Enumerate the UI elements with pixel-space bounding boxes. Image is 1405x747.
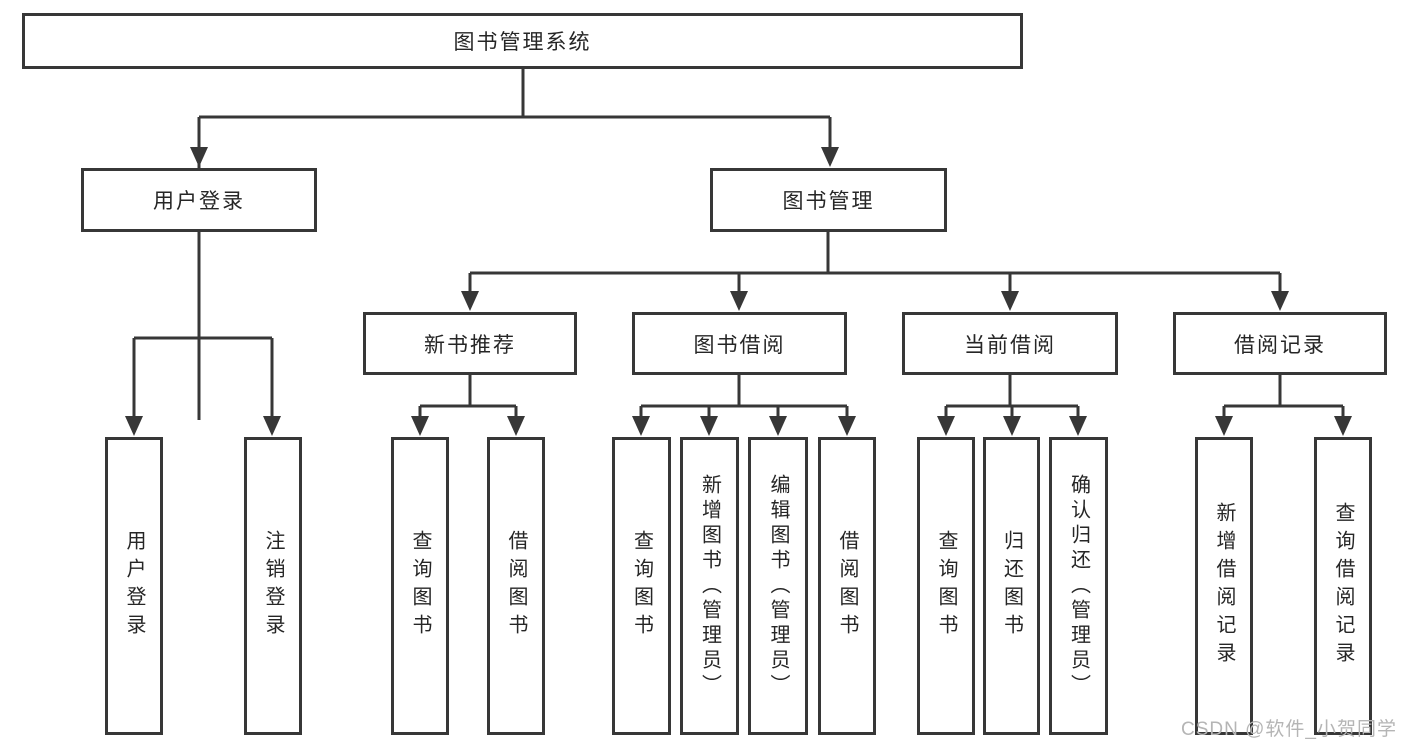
leaf-current-confirm-return-admin: 确认归还（管理员）: [1049, 437, 1108, 735]
node-label: 图书借阅: [693, 333, 786, 357]
node-label: 归还图书: [1000, 530, 1023, 642]
node-label: 借阅图书: [836, 530, 858, 642]
leaf-current-return-books: 归还图书: [983, 437, 1040, 735]
arrow-icon: [1003, 416, 1021, 436]
node-label: 查询图书: [935, 530, 957, 642]
node-new-book-recommendation: 新书推荐: [363, 312, 577, 375]
node-label: 查询借阅记录: [1332, 502, 1354, 670]
leaf-records-query-borrow-record: 查询借阅记录: [1314, 437, 1372, 735]
leaf-records-add-borrow-record: 新增借阅记录: [1195, 437, 1253, 735]
arrow-icon: [838, 416, 856, 436]
node-label: 新增图书（管理员）: [698, 473, 721, 699]
node-label: 确认归还（管理员）: [1067, 473, 1090, 699]
leaf-newbook-query-books: 查询图书: [391, 437, 449, 735]
node-label: 图书管理: [782, 190, 875, 213]
node-label: 新增借阅记录: [1213, 502, 1235, 670]
tree-connectors: [132, 69, 1345, 420]
arrow-icon: [632, 416, 650, 436]
leaf-user-login: 用户登录: [105, 437, 163, 735]
node-label: 编辑图书（管理员）: [767, 473, 789, 699]
node-label: 查询图书: [630, 530, 653, 642]
node-book-borrowing: 图书借阅: [632, 312, 847, 375]
arrow-icon: [769, 416, 787, 436]
arrow-icon: [411, 416, 429, 436]
node-label: 用户登录: [153, 190, 245, 213]
csdn-watermark: CSDN @软件_小贺同学: [1181, 719, 1397, 740]
node-user-login-group: 用户登录: [81, 168, 317, 232]
arrow-icon: [937, 416, 955, 436]
arrow-icon: [700, 416, 718, 436]
arrowheads: [125, 147, 1352, 436]
arrow-icon: [1334, 416, 1352, 436]
node-label: 当前借阅: [964, 333, 1056, 357]
arrow-icon: [1069, 416, 1087, 436]
arrow-icon: [730, 291, 748, 311]
node-current-borrowing: 当前借阅: [902, 312, 1118, 375]
leaf-current-query-books: 查询图书: [917, 437, 975, 735]
node-label: 图书管理系统: [453, 31, 592, 54]
node-label: 查询图书: [409, 530, 431, 642]
leaf-borrowing-borrow-books: 借阅图书: [818, 437, 876, 735]
arrow-icon: [461, 291, 479, 311]
node-label: 注销登录: [262, 530, 284, 642]
arrow-icon: [190, 147, 208, 167]
node-book-management-group: 图书管理: [710, 168, 947, 232]
arrow-icon: [1271, 291, 1289, 311]
node-label: 借阅记录: [1234, 333, 1326, 357]
node-label: 用户登录: [123, 530, 145, 642]
leaf-borrowing-edit-books-admin: 编辑图书（管理员）: [748, 437, 808, 735]
arrow-icon: [125, 416, 143, 436]
arrow-icon: [1001, 291, 1019, 311]
leaf-logout: 注销登录: [244, 437, 302, 735]
leaf-borrowing-query-books: 查询图书: [612, 437, 671, 735]
node-borrowing-records: 借阅记录: [1173, 312, 1387, 375]
arrow-icon: [507, 416, 525, 436]
leaf-borrowing-add-books-admin: 新增图书（管理员）: [680, 437, 739, 735]
arrow-icon: [821, 147, 839, 167]
arrow-icon: [1215, 416, 1233, 436]
node-label: 新书推荐: [424, 333, 516, 357]
node-label: 借阅图书: [505, 530, 527, 642]
node-library-management-system: 图书管理系统: [22, 13, 1023, 69]
leaf-newbook-borrow-books: 借阅图书: [487, 437, 545, 735]
arrow-icon: [263, 416, 281, 436]
